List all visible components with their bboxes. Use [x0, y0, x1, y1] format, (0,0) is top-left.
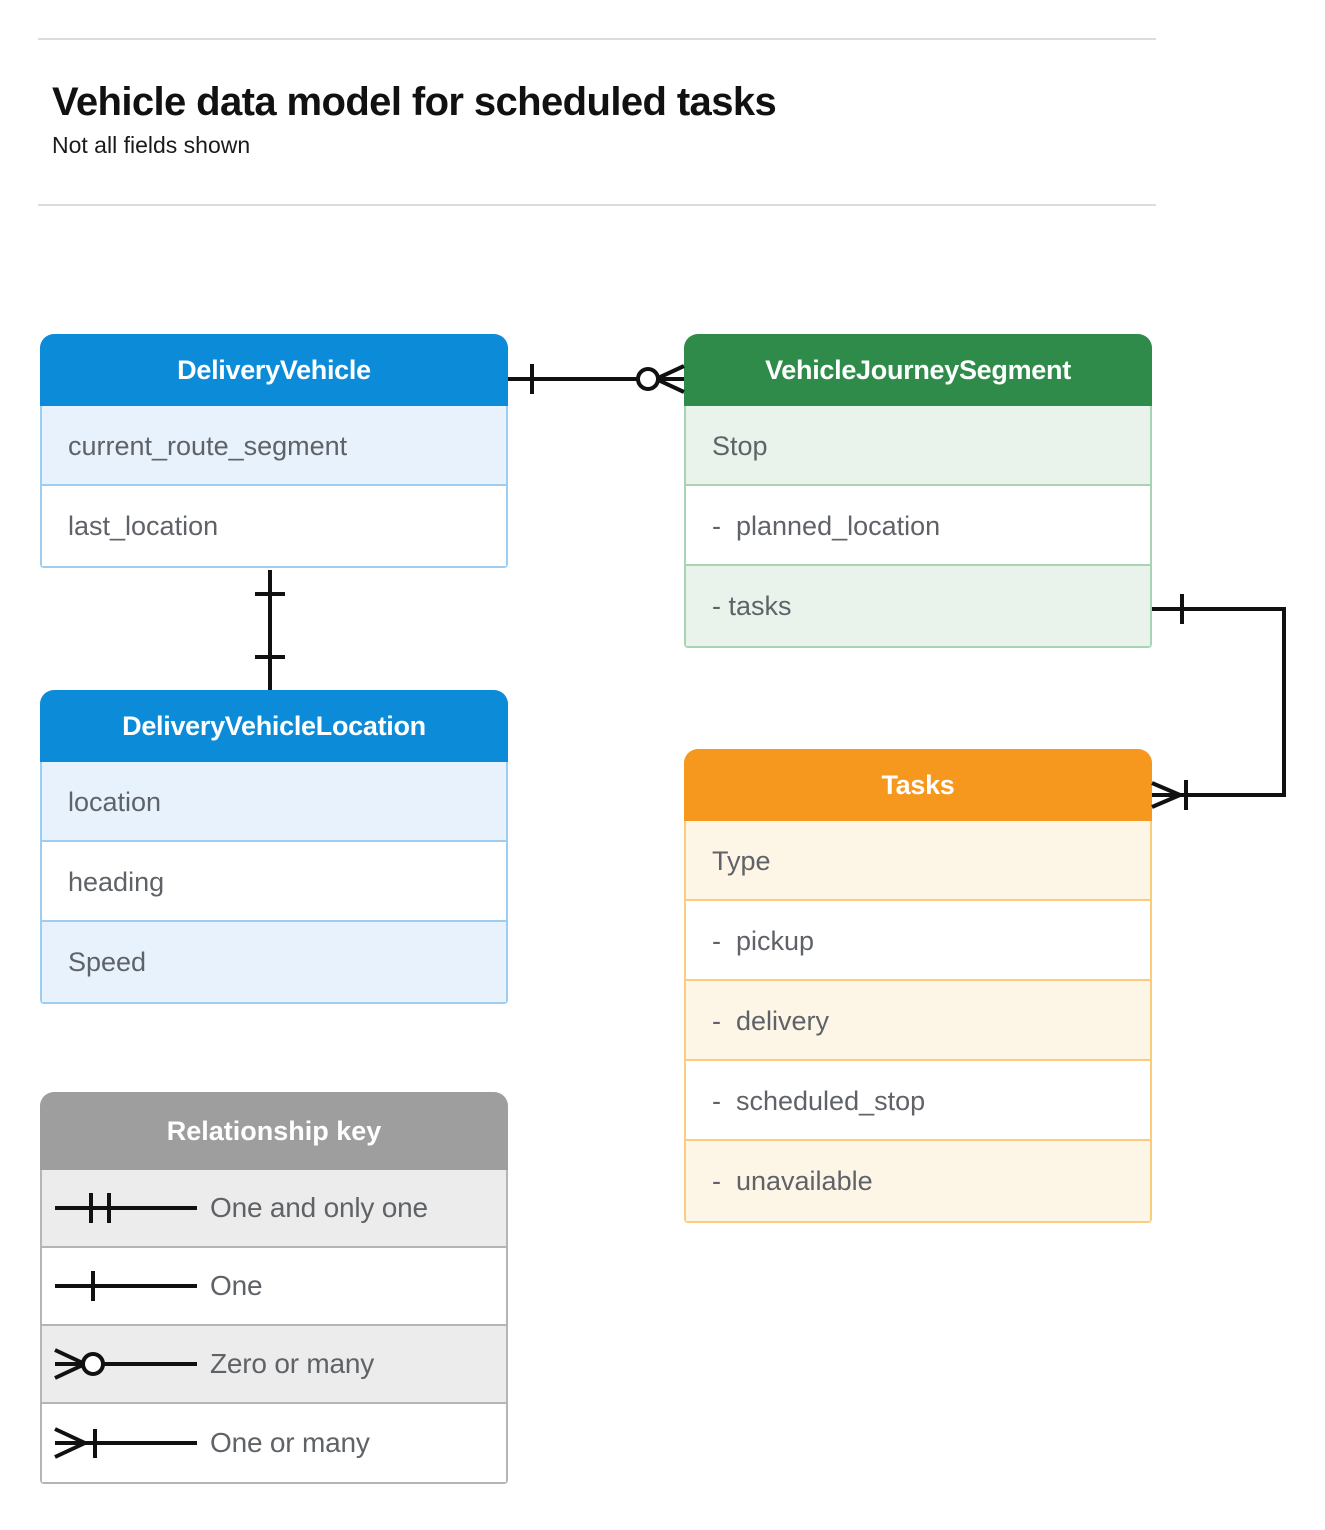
page-subtitle: Not all fields shown [52, 132, 251, 158]
entity-field: - planned_location [686, 486, 1150, 566]
header-divider-bottom [38, 203, 1156, 206]
entity-tasks[interactable]: Tasks Type - pickup - delivery - schedul… [684, 749, 1152, 1223]
connector-journey-segment-to-tasks [1151, 594, 1286, 810]
legend-title: Relationship key [40, 1092, 508, 1170]
entity-field: location [42, 762, 506, 842]
entity-field-list: location heading Speed [40, 762, 508, 1004]
zero-or-many-icon [42, 1326, 210, 1402]
entity-delivery-vehicle-location[interactable]: DeliveryVehicleLocation location heading… [40, 690, 508, 1004]
legend-item-one-or-many: One or many [42, 1404, 506, 1482]
page-header: Vehicle data model for scheduled tasks N… [38, 38, 1156, 206]
entity-field-list: Stop - planned_location - tasks [684, 406, 1152, 648]
entity-field-list: Type - pickup - delivery - scheduled_sto… [684, 821, 1152, 1223]
entity-field: - delivery [686, 981, 1150, 1061]
entity-field: last_location [42, 486, 506, 566]
legend-item-label: Zero or many [210, 1348, 375, 1379]
one-and-only-one-icon [42, 1170, 210, 1246]
entity-delivery-vehicle[interactable]: DeliveryVehicle current_route_segment la… [40, 334, 508, 568]
legend-item-zero-or-many: Zero or many [42, 1326, 506, 1404]
entity-title-delivery-vehicle-location: DeliveryVehicleLocation [40, 690, 508, 762]
entity-field: Stop [686, 406, 1150, 486]
legend-row-list: One and only one One Zero [40, 1170, 508, 1484]
entity-field: - pickup [686, 901, 1150, 981]
entity-field: Type [686, 821, 1150, 901]
page-title: Vehicle data model for scheduled tasks [52, 80, 777, 124]
legend-item-label: One or many [210, 1427, 370, 1458]
entity-field: Speed [42, 922, 506, 1002]
header-divider-top [38, 38, 1156, 40]
entity-field: - tasks [686, 566, 1150, 646]
entity-title-delivery-vehicle: DeliveryVehicle [40, 334, 508, 406]
legend-item-label: One [210, 1270, 263, 1301]
legend-item-one-and-only-one: One and only one [42, 1170, 506, 1248]
entity-field: - scheduled_stop [686, 1061, 1150, 1141]
entity-field: - unavailable [686, 1141, 1150, 1221]
entity-title-tasks: Tasks [684, 749, 1152, 821]
entity-vehicle-journey-segment[interactable]: VehicleJourneySegment Stop - planned_loc… [684, 334, 1152, 648]
relationship-key-legend: Relationship key One and only one One [40, 1092, 508, 1484]
entity-field: heading [42, 842, 506, 922]
entity-field: current_route_segment [42, 406, 506, 486]
entity-title-vehicle-journey-segment: VehicleJourneySegment [684, 334, 1152, 406]
one-or-many-icon [42, 1404, 210, 1482]
one-icon [42, 1248, 210, 1324]
legend-item-label: One and only one [210, 1192, 428, 1223]
legend-item-one: One [42, 1248, 506, 1326]
entity-field-list: current_route_segment last_location [40, 406, 508, 568]
connector-vehicle-to-vehicle-location [255, 570, 285, 690]
connector-vehicle-to-journey-segment [508, 364, 685, 394]
